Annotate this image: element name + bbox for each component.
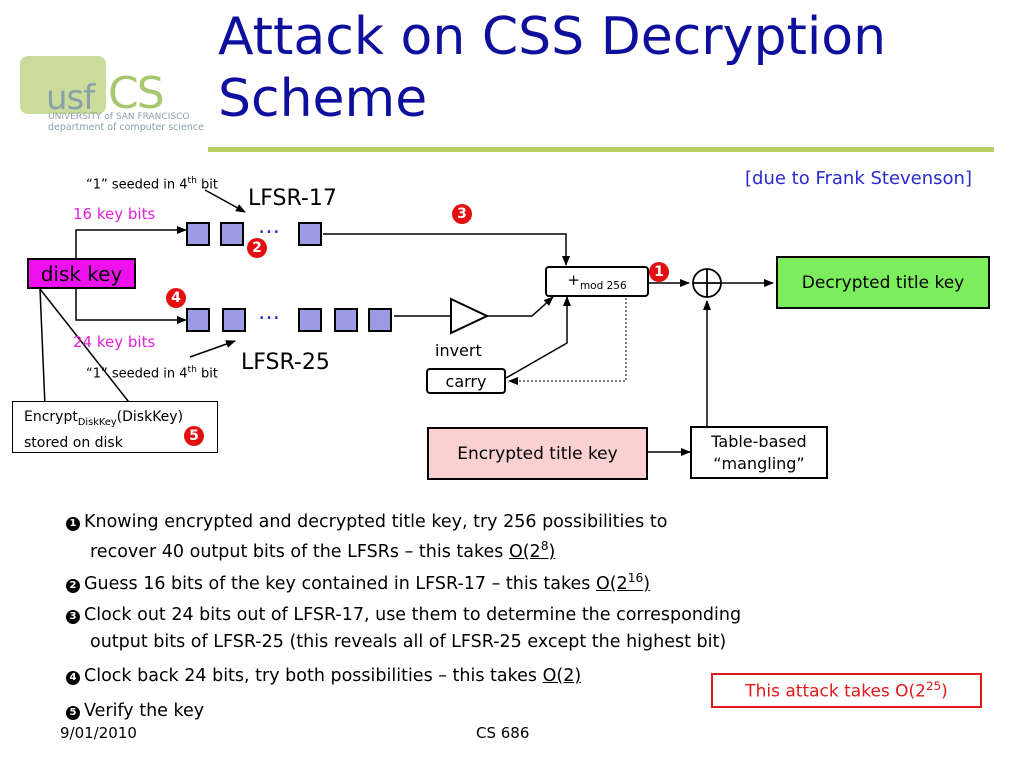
seed-note-lfsr25: “1” seeded in 4th bit: [86, 365, 218, 382]
page-title: Attack on CSS Decryption Scheme: [218, 6, 978, 130]
step-2-marker: 2: [247, 238, 267, 258]
stored-line-2: stored on disk: [24, 434, 123, 451]
lfsr17-cell: [220, 222, 244, 246]
step-3-bullet: 3: [66, 610, 80, 624]
lfsr17-ellipsis: …: [258, 214, 280, 239]
logo-cs-text: CS: [108, 68, 165, 119]
carry-box: carry: [426, 368, 506, 394]
decrypted-title-key-label: Decrypted title key: [801, 272, 965, 293]
carry-label: carry: [445, 371, 487, 391]
logo-usf-text: usf: [46, 78, 95, 118]
key-bits-16-label: 16 key bits: [73, 205, 156, 223]
lfsr25-cell: [186, 308, 210, 332]
logo-university-text: UNIVERSITY of SAN FRANCISCO: [48, 112, 190, 122]
decrypted-title-key-box: Decrypted title key: [776, 256, 990, 309]
title-line-2: Scheme: [218, 69, 428, 129]
footer-course: CS 686: [476, 724, 530, 742]
seed-note-lfsr17: “1” seeded in 4th bit: [86, 176, 218, 193]
step-1-bullet: 1: [66, 517, 80, 531]
stored-line-1: EncryptDiskKey(DiskKey): [24, 409, 184, 428]
title-divider: [208, 147, 994, 152]
attack-cost-text: This attack takes O(225): [745, 679, 948, 702]
step-5-bullet: 5: [66, 706, 80, 720]
step-4-bullet: 4: [66, 671, 80, 685]
lfsr25-cell: [222, 308, 246, 332]
adder-box: +mod 256: [545, 266, 649, 297]
step-3-line-2: output bits of LFSR-25 (this reveals all…: [90, 632, 727, 652]
encrypted-title-key-box: Encrypted title key: [427, 427, 648, 480]
logo-background: [20, 56, 106, 114]
step-2-bullet: 2: [66, 578, 80, 593]
disk-key-label: disk key: [40, 261, 123, 286]
lfsr17-label: LFSR-17: [248, 186, 337, 211]
invert-label: invert: [435, 341, 482, 360]
attack-cost-callout: This attack takes O(225): [711, 673, 982, 708]
lfsr25-cell: [334, 308, 358, 332]
mangling-label-line2: “mangling”: [713, 453, 805, 473]
lfsr25-label: LFSR-25: [241, 350, 330, 375]
step-5-marker: 5: [184, 426, 204, 446]
invert-triangle: [450, 297, 490, 335]
lfsr25-cell: [298, 308, 322, 332]
title-line-1: Attack on CSS Decryption: [218, 7, 887, 67]
lfsr17-cell: [186, 222, 210, 246]
adder-label: +mod 256: [567, 271, 627, 292]
lfsr25-ellipsis: …: [258, 300, 280, 325]
lfsr17-cell: [298, 222, 322, 246]
step-3-marker: 3: [452, 204, 472, 224]
mangling-label-line1: Table-based: [711, 431, 807, 451]
disk-key-box: disk key: [27, 258, 136, 289]
stored-on-disk-box: EncryptDiskKey(DiskKey) stored on disk: [12, 401, 218, 453]
mangling-box: Table-based “mangling”: [690, 426, 828, 479]
credit-text: [due to Frank Stevenson]: [745, 168, 972, 189]
key-bits-24-label: 24 key bits: [73, 333, 156, 351]
lfsr25-cell: [368, 308, 392, 332]
xor-symbol: [692, 268, 722, 298]
step-4-marker: 4: [166, 288, 186, 308]
encrypted-title-key-label: Encrypted title key: [457, 443, 618, 464]
step-1-line-2: recover 40 output bits of the LFSRs – th…: [90, 539, 556, 562]
footer-date: 9/01/2010: [60, 724, 137, 742]
logo-department-text: department of computer science: [48, 122, 204, 133]
step-1-marker: 1: [649, 262, 669, 282]
